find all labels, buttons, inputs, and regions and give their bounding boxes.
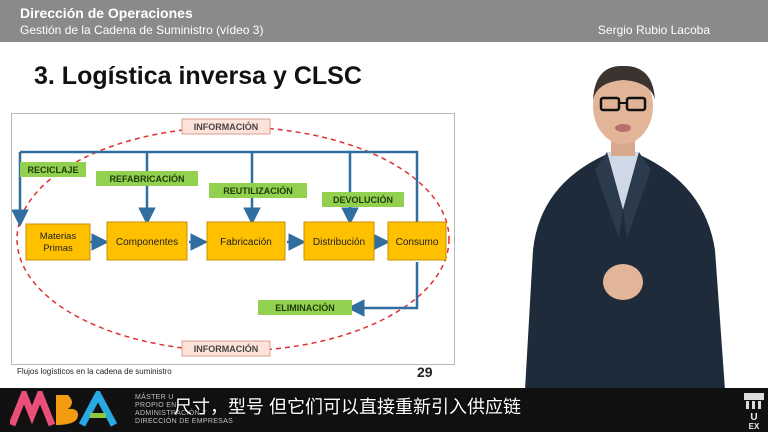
node-distribucion-label: Distribución: [313, 237, 365, 248]
node-materias-label-1: Materias: [40, 231, 77, 242]
node-componentes: [106, 221, 188, 261]
flow-label-reutilizacion: REUTILIZACIÓN: [223, 185, 293, 196]
info-label-bottom: INFORMACIÓN: [194, 343, 259, 354]
presenter-lapel-right: [623, 152, 651, 238]
mba-logo-text: MÁSTER U PROPIO EN ADMINISTRACIÓN Y DIRE…: [135, 394, 233, 426]
header-bar: Dirección de Operaciones Gestión de la C…: [0, 0, 768, 42]
flow-label-reciclaje: RECICLAJE: [27, 165, 78, 175]
logo-text-line-3: ADMINISTRACIÓN Y: [135, 410, 207, 417]
node-consumo-label: Consumo: [396, 237, 439, 248]
logo-text-line-4: DIRECCIÓN DE EMPRESAS: [135, 418, 234, 425]
node-fabricacion: [206, 221, 286, 261]
presenter-shirt: [607, 152, 639, 210]
node-fabricacion-label: Fabricación: [220, 237, 272, 248]
flow-label-devolucion: DEVOLUCIÓN: [333, 194, 393, 205]
presenter-lapel-left: [595, 152, 623, 238]
flow-label-refabricacion: REFABRICACIÓN: [109, 173, 184, 184]
node-componentes-label: Componentes: [116, 237, 178, 248]
logistics-flow-diagram: INFORMACIÓN INFORMACIÓN RECICLAJE REFABR…: [11, 113, 455, 365]
uex-letter-u: U: [750, 412, 757, 423]
video-subtitle: Gestión de la Cadena de Suministro (víde…: [20, 23, 264, 37]
presenter-video: [515, 60, 730, 395]
uex-letter-ex: EX: [749, 422, 760, 430]
page-number: 29: [417, 364, 433, 380]
diagram-caption: Flujos logísticos en la cadena de sumini…: [17, 367, 172, 376]
info-label-top: INFORMACIÓN: [194, 121, 259, 132]
logo-text-line-2: PROPIO EN: [135, 402, 177, 409]
flow-label-eliminacion: ELIMINACIÓN: [275, 302, 335, 313]
node-materias-primas: [25, 223, 91, 261]
node-consumo: [387, 221, 447, 261]
node-materias-label-2: Primas: [43, 243, 73, 254]
logo-text-line-1: MÁSTER U: [135, 394, 174, 401]
node-distribucion: [303, 221, 375, 261]
presenter-hands: [603, 264, 643, 300]
presenter-hair: [593, 65, 655, 100]
slide-title: 3. Logística inversa y CLSC: [34, 62, 362, 90]
course-title: Dirección de Operaciones: [20, 5, 193, 21]
uex-logo: U EX: [742, 392, 766, 435]
presenter-head: [593, 68, 653, 144]
mba-logo: [8, 385, 128, 432]
video-subtitle-text: 尺寸，型号 但它们可以直接重新引入供应链: [174, 397, 521, 417]
presenter-name: Sergio Rubio Lacoba: [597, 23, 710, 37]
subtitle-bar: [0, 388, 768, 432]
